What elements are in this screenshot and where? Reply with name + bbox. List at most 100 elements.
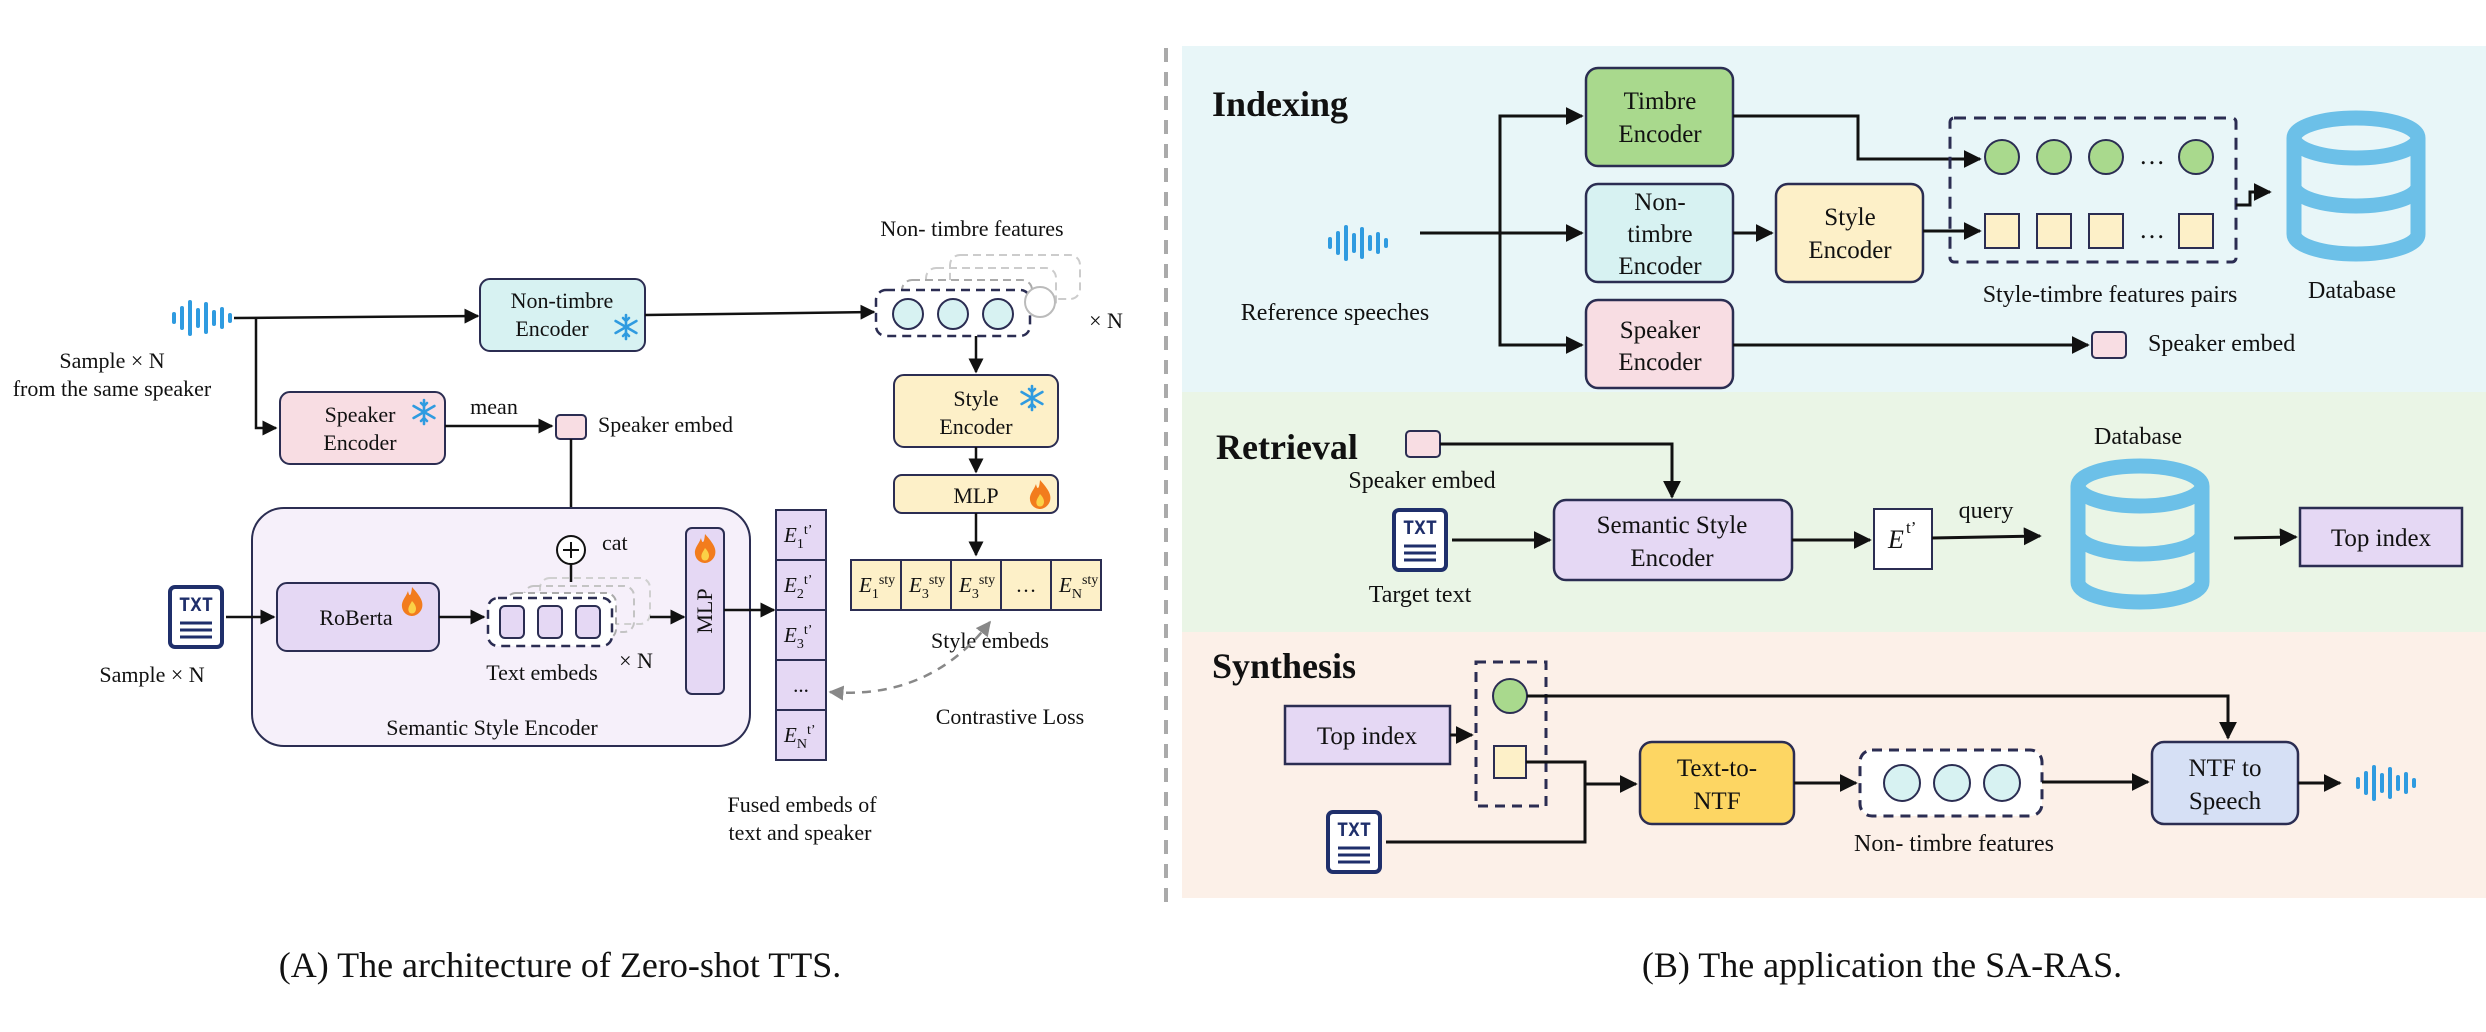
non-timbre-encoder-box: Non-timbre Encoder	[479, 278, 646, 352]
style-embed-cell: ENsty	[1050, 559, 1102, 611]
ntf-to-speech-label: NTF to	[2189, 755, 2262, 782]
contrastive-loss-arrow	[828, 620, 991, 701]
text-to-ntf-label-2: NTF	[1693, 788, 1740, 815]
mlp-vertical-box: MLP	[685, 527, 725, 695]
semantic-encoder-label-2: Encoder	[1630, 545, 1714, 572]
non-timbre-encoder-label-2: Encoder	[515, 316, 589, 341]
caption-b: (B) The application the SA-RAS.	[1642, 945, 2122, 985]
synthesis-non-timbre-features	[1858, 748, 2044, 818]
style-embed-cell: E3sty	[900, 559, 952, 611]
style-embeds-label: Style embeds	[931, 628, 1049, 653]
style-encoder-label: Style	[953, 386, 998, 411]
fused-embed-cell: ...	[775, 659, 827, 711]
text-to-ntf-label: Text-to-	[1677, 755, 1757, 782]
query-label: query	[1959, 498, 2014, 524]
non-timbre-label-3: Encoder	[1618, 253, 1702, 280]
semantic-style-encoder-label: Semantic Style Encoder	[386, 715, 598, 740]
timbre-encoder-label: Timbre	[1624, 88, 1697, 115]
non-timbre-encoder-label: Non-timbre	[511, 288, 614, 313]
txt-document-icon	[168, 585, 224, 649]
fused-embeds-column: E1t’ E2t’ E3t’... ENt’	[775, 509, 827, 761]
database-label-indexing: Database	[2308, 278, 2396, 304]
panel-b: Indexing Reference speeches Timbre Encod…	[1182, 46, 2486, 985]
mlp-vertical-label: MLP	[692, 588, 717, 633]
synthesis-title: Synthesis	[1212, 646, 1356, 686]
retrieval-title: Retrieval	[1216, 427, 1358, 467]
times-n-text: × N	[619, 648, 653, 673]
speaker-embed-square-r	[1405, 430, 1441, 458]
mlp-label: MLP	[953, 483, 998, 508]
retrieval-embed-box: E t’	[1873, 508, 1933, 570]
sample-text-label: Sample × N	[99, 662, 204, 687]
timbre-encoder-label-2: Encoder	[1618, 121, 1702, 148]
contrastive-loss-label: Contrastive Loss	[936, 704, 1085, 729]
caption-a: (A) The architecture of Zero-shot TTS.	[279, 945, 841, 985]
mean-label: mean	[470, 394, 518, 419]
ntf-to-speech-label-2: Speech	[2189, 788, 2262, 815]
waveform-icon	[172, 300, 232, 336]
style-timbre-pairs: … …	[1948, 116, 2238, 264]
retrieved-timbre-circle	[1492, 678, 1528, 714]
style-encoder-box-b: Style Encoder	[1774, 182, 1925, 284]
top-index-label-s: Top index	[1317, 723, 1418, 750]
style-embed-cell-text: E3sty	[908, 573, 945, 602]
style-embed-cell-text: E1sty	[858, 573, 895, 602]
target-text-label: Target text	[1369, 582, 1472, 608]
speaker-encoder-label-b: Speaker	[1620, 317, 1701, 344]
speaker-encoder-label: Speaker	[325, 402, 397, 427]
non-timbre-features-stack	[874, 254, 1081, 338]
fused-embed-cell: ENt’	[775, 709, 827, 761]
non-timbre-encoder-box-b: Non- timbre Encoder	[1584, 182, 1735, 284]
txt-document-icon	[1326, 810, 1382, 874]
speaker-encoder-box-b: Speaker Encoder	[1584, 298, 1735, 390]
ntf-to-speech-box: NTF to Speech	[2150, 740, 2300, 826]
style-embed-cell: E3sty	[950, 559, 1002, 611]
fused-embed-cell-text: E3t’	[783, 623, 812, 652]
plus-circle-icon	[556, 535, 586, 565]
fused-embeds-label-2: text and speaker	[729, 820, 873, 845]
roberta-box: RoBerta	[276, 582, 440, 652]
top-index-label-r: Top index	[2331, 525, 2432, 552]
speaker-embed-label-b: Speaker embed	[2148, 331, 2295, 357]
semantic-encoder-label: Semantic Style	[1597, 512, 1748, 539]
mlp-box-a: MLP	[893, 474, 1059, 514]
fused-embed-cell: E3t’	[775, 609, 827, 661]
top-index-box-r: Top index	[2298, 506, 2464, 568]
retrieved-pair	[1474, 660, 1548, 808]
semantic-style-encoder-box-b: Semantic Style Encoder	[1552, 498, 1794, 582]
non-timbre-features-label: Non- timbre features	[880, 216, 1063, 241]
pairs-ellipsis-2: …	[2139, 215, 2165, 244]
fused-embed-cell-text: E1t’	[783, 523, 812, 552]
top-index-box-s: Top index	[1283, 704, 1452, 766]
style-encoder-label-b: Style	[1824, 204, 1875, 231]
non-timbre-label-1: Non-	[1634, 189, 1685, 216]
cat-label: cat	[602, 530, 628, 555]
fused-embed-cell-text: ENt’	[783, 723, 816, 752]
roberta-label: RoBerta	[319, 605, 393, 630]
fused-embed-cell: E2t’	[775, 559, 827, 611]
sample-speech-label-2: from the same speaker	[13, 376, 212, 401]
pairs-label: Style-timbre features pairs	[1983, 282, 2238, 308]
retrieval-embed-sup: t’	[1906, 518, 1916, 537]
times-n-features: × N	[1089, 308, 1123, 333]
text-embeds-label: Text embeds	[486, 660, 597, 685]
speaker-embed-square	[555, 414, 587, 440]
speaker-embed-label: Speaker embed	[598, 412, 733, 437]
database-label-retrieval: Database	[2094, 424, 2182, 450]
style-embed-cell: E1sty	[850, 559, 902, 611]
pairs-ellipsis-1: …	[2139, 141, 2165, 170]
speaker-encoder-label-2: Encoder	[323, 430, 397, 455]
style-encoder-label-b-2: Encoder	[1808, 237, 1892, 264]
speaker-embed-label-r: Speaker embed	[1348, 468, 1495, 494]
indexing-title: Indexing	[1212, 84, 1348, 124]
reference-speeches-label: Reference speeches	[1241, 300, 1430, 326]
fused-embeds-label: Fused embeds of	[727, 792, 877, 817]
sample-speech-label: Sample × N	[59, 348, 164, 373]
fused-embed-cell-text: E2t’	[783, 573, 812, 602]
style-embed-cell: …	[1000, 559, 1052, 611]
style-embed-cell-text: …	[1016, 573, 1037, 597]
style-encoder-label-2: Encoder	[939, 414, 1013, 439]
non-timbre-label-2: timbre	[1627, 221, 1692, 248]
fused-embed-cell-text: ...	[793, 673, 809, 697]
